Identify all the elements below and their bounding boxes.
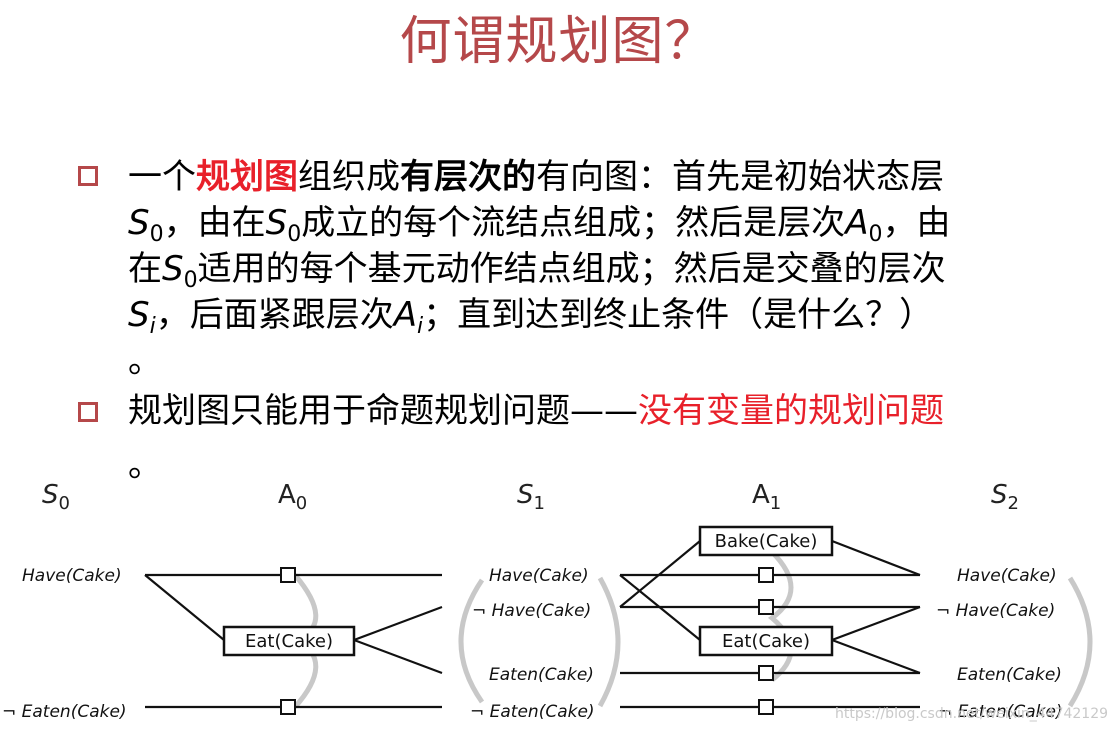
action-eat-1-label: Eat(Cake) [722, 631, 810, 652]
mutex-arc-a1 [767, 550, 794, 682]
bullet-2-line-1: 规划图只能用于命题规划问题——没有变量的规划问题 [128, 388, 944, 434]
bullet-1-line-1: 一个规划图组织成有层次的有向图：首先是初始状态层 [128, 154, 944, 200]
text-period: 。 [128, 445, 162, 485]
s2-not-have-cake: ¬ Have(Cake) [936, 601, 1055, 621]
bullet-square-1 [78, 166, 98, 186]
noop-eaten-1 [758, 665, 774, 681]
action-bake-1-box [698, 525, 834, 557]
symbol-s: S [128, 295, 150, 335]
symbol-s: S [265, 203, 288, 243]
text-b2: 规划图只能用于命题规划问题—— [128, 391, 638, 431]
level-s1-label: S1 [517, 480, 545, 514]
symbol-a: A [845, 203, 869, 243]
text-l3a: 在 [128, 249, 162, 289]
subscript-0: 0 [868, 222, 883, 247]
subscript-i: i [149, 314, 156, 339]
bullet-1-line-3: 在S0适用的每个基元动作结点组成；然后是交叠的层次 [128, 246, 946, 292]
subscript-0: 0 [183, 268, 198, 293]
symbol-a: A [393, 295, 417, 335]
level-s0-label: S0 [42, 480, 70, 514]
bullet-1-line-2: S0，由在S0成立的每个流结点组成；然后是层次A0，由 [128, 200, 950, 246]
s0-not-eaten-cake: ¬ Eaten(Cake) [2, 702, 127, 722]
symbol-s: S [162, 249, 184, 289]
noop-noteaten-0 [280, 699, 296, 715]
action-eat-1-box [698, 625, 834, 657]
action-eat-0-box [222, 625, 356, 657]
subscript-i: i [416, 314, 424, 339]
text-mid1: 组织成 [298, 157, 400, 197]
level-s2-label: S2 [991, 480, 1019, 514]
subscript-0: 0 [287, 222, 302, 247]
mutex-arc-s2 [1067, 576, 1093, 708]
text-l3b: 适用的每个基元动作结点组成；然后是交叠的层次 [197, 249, 946, 289]
edge-have-to-eat-1 [619, 574, 701, 641]
s2-eaten-cake: Eaten(Cake) [957, 665, 1062, 685]
noop-have-0 [280, 567, 296, 583]
text-l4b: ；直到达到终止条件（是什么？） [423, 295, 934, 335]
slide-title: 何谓规划图？ [399, 12, 718, 72]
action-bake-1-label: Bake(Cake) [715, 531, 818, 552]
text-mid2: 有向图：首先是初始状态层 [536, 157, 944, 197]
noop-nothave-1 [758, 599, 774, 615]
noop-have-1 [758, 567, 774, 583]
text-l2a: ，由在 [163, 203, 266, 243]
text-period: 。 [128, 341, 162, 381]
text-l4a: ，后面紧跟层次 [155, 295, 394, 335]
s1-eaten-cake: Eaten(Cake) [489, 665, 594, 685]
bullet-1-line-5: 。 [128, 338, 162, 384]
mutex-arc-s1-left [458, 578, 485, 704]
subscript-0: 0 [149, 222, 164, 247]
text-l2c: ，由 [882, 203, 951, 243]
s2-have-cake: Have(Cake) [957, 566, 1057, 586]
s1-not-have-cake: ¬ Have(Cake) [472, 601, 591, 621]
mutex-arc-s1-right [597, 576, 621, 708]
level-a0-label: A0 [278, 480, 307, 514]
s1-have-cake: Have(Cake) [489, 566, 589, 586]
watermark-text: https://blog.csdn.net/weixin_44742129 [835, 706, 1108, 722]
text-intro: 一个 [128, 157, 196, 197]
action-eat-0-label: Eat(Cake) [245, 631, 333, 652]
edge-eat-to-nothave-0 [353, 605, 443, 642]
edge-have-to-eat-0 [144, 574, 225, 641]
level-a1-label: A1 [752, 480, 781, 514]
symbol-s: S [128, 203, 150, 243]
edge-eat-to-eaten-1 [831, 638, 921, 675]
edge-nothave-to-bake [619, 540, 701, 608]
edge-eat-to-eaten-0 [353, 638, 443, 675]
term-layered: 有层次的 [400, 157, 536, 197]
term-planning-graph: 规划图 [196, 157, 298, 197]
s2-not-eaten-cake: ¬ Eaten(Cake) [938, 702, 1063, 722]
s0-have-cake: Have(Cake) [22, 566, 122, 586]
text-l2b: 成立的每个流结点组成；然后是层次 [301, 203, 846, 243]
bullet-1-line-4: Si，后面紧跟层次Ai；直到达到终止条件（是什么？） [128, 292, 933, 338]
text-b2-red: 没有变量的规划问题 [638, 391, 944, 431]
bullet-square-2 [78, 402, 98, 422]
edge-bake-to-have [831, 539, 921, 577]
noop-noteaten-1 [758, 699, 774, 715]
s1-not-eaten-cake: ¬ Eaten(Cake) [470, 702, 595, 722]
edge-eat-to-nothave-1 [831, 605, 921, 642]
bullet-2-line-2: 。 [128, 442, 162, 488]
